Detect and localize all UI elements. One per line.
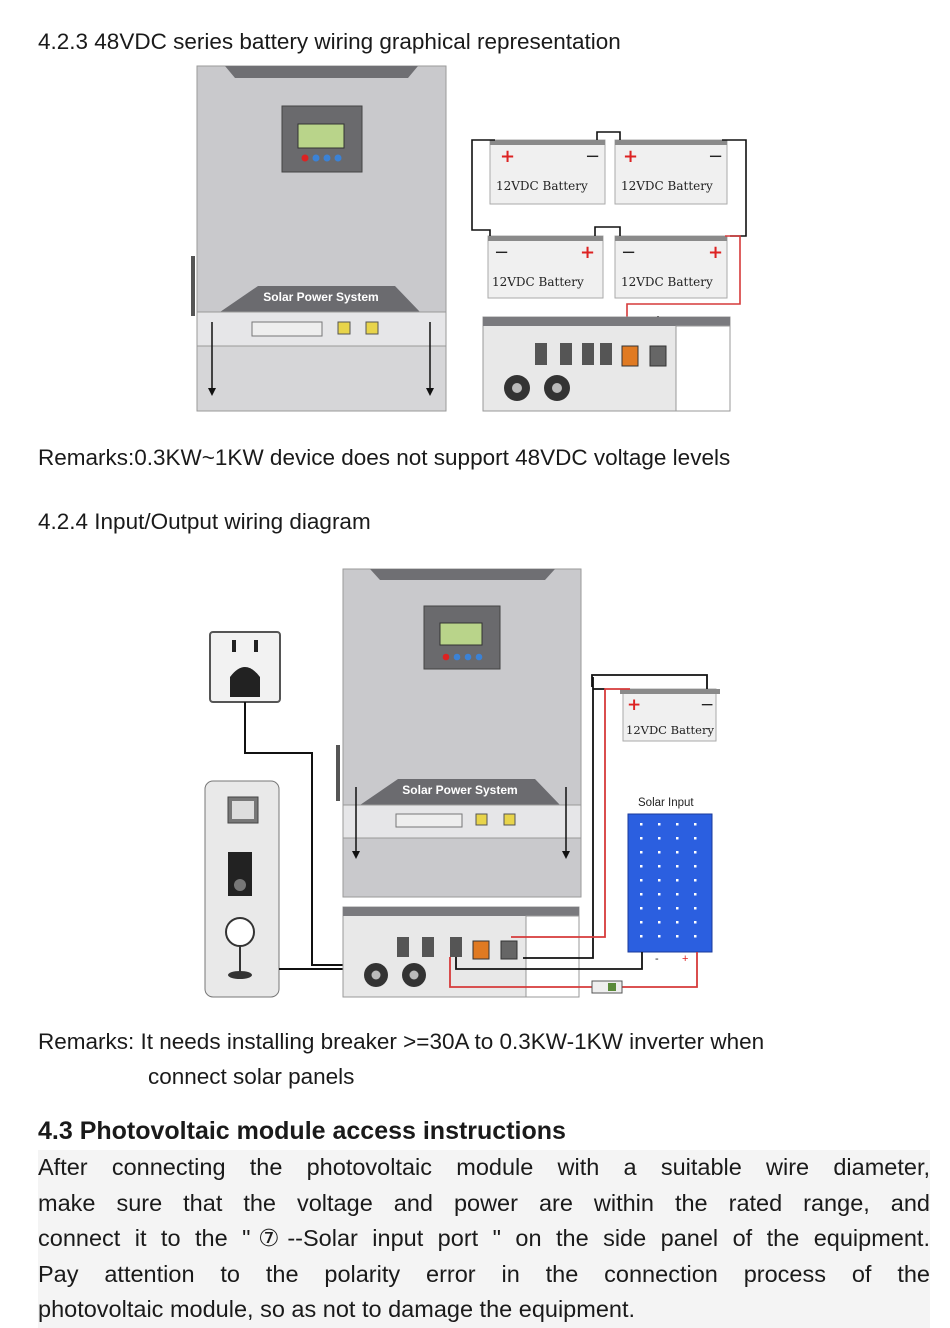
solar-cell-dot [676,879,679,882]
solar-cell-dot [658,893,661,896]
inverter-front-unit: Solar Power System [191,65,447,412]
svg-text:+: + [580,242,595,263]
battery-bottom-right: − + 12VDC Battery [614,235,728,299]
svg-text:+: + [627,695,641,715]
svg-text:12VDC Battery: 12VDC Battery [496,179,588,193]
solar-cell-dot [694,921,697,924]
svg-text:−: − [700,695,714,715]
remark-4-2-3: Remarks:0.3KW~1KW device does not suppor… [38,445,731,470]
remark-4-2-4-line2: connect solar panels [148,1064,355,1089]
solar-cell-dot [694,935,697,938]
svg-text:+: + [500,146,515,167]
series-battery-wiring-diagram: Solar Power System + − 12VDC Battery + −… [191,65,747,412]
solar-cell-dot [658,865,661,868]
solar-panel-icon: - + [627,813,713,965]
solar-cell-dot [640,823,643,826]
solar-cell-dot [676,865,679,868]
solar-cell-dot [694,823,697,826]
solar-cell-dot [694,879,697,882]
solar-cell-dot [658,851,661,854]
solar-cell-dot [640,893,643,896]
solar-cell-dot [640,907,643,910]
solar-cell-dot [676,935,679,938]
solar-cell-dot [694,851,697,854]
home-appliances-panel [204,780,280,998]
solar-cell-dot [658,837,661,840]
battery-top-left: + − 12VDC Battery [489,139,606,205]
svg-text:12VDC Battery: 12VDC Battery [621,275,713,289]
battery-top-right: + − 12VDC Battery [614,139,728,205]
solar-cell-dot [694,865,697,868]
svg-text:-: - [655,953,659,965]
svg-text:−: − [494,242,509,263]
paragraph-line: Pay attention to the polarity error in t… [38,1256,930,1292]
solar-input-label: Solar Input [638,797,694,809]
breaker-icon [591,980,623,994]
device-label-2: Solar Power System [402,783,517,797]
inverter-side-panel-2 [342,906,580,998]
solar-cell-dot [658,921,661,924]
solar-cell-dot [640,921,643,924]
paragraph-line: After connecting the photovoltaic module… [38,1150,930,1186]
section-heading-4-2-4: 4.2.4 Input/Output wiring diagram [38,509,371,534]
wall-socket-icon [209,631,281,703]
svg-text:−: − [621,242,636,263]
svg-text:12VDC Battery: 12VDC Battery [621,179,713,193]
paragraph-line: connect it to the "⑦--Solar input port "… [38,1221,930,1257]
solar-cell-dot [694,837,697,840]
solar-cell-dot [676,907,679,910]
solar-cell-dot [640,837,643,840]
paragraph-line: make sure that the voltage and power are… [38,1185,930,1221]
solar-cell-dot [640,865,643,868]
solar-cell-dot [676,823,679,826]
solar-cell-dot [676,921,679,924]
remark-4-2-4-line1: Remarks: It needs installing breaker >=3… [38,1029,765,1054]
solar-cell-dot [676,893,679,896]
solar-cell-dot [640,879,643,882]
section-heading-4-3: 4.3 Photovoltaic module access instructi… [38,1117,566,1145]
solar-cell-dot [658,823,661,826]
svg-text:12VDC Battery: 12VDC Battery [492,275,584,289]
svg-text:+: + [682,953,688,965]
section-heading-4-2-3: 4.2.3 48VDC series battery wiring graphi… [38,29,621,54]
paragraph-line: photovoltaic module, so as not to damage… [38,1292,930,1328]
solar-cell-dot [676,851,679,854]
solar-cell-dot [640,935,643,938]
solar-cell-dot [658,907,661,910]
battery-bottom-left: − + 12VDC Battery [487,235,604,299]
battery-single: + − 12VDC Battery [620,688,720,742]
svg-text:+: + [708,242,723,263]
solar-cell-dot [640,851,643,854]
solar-cell-dot [694,893,697,896]
inverter-side-panel [482,316,731,412]
svg-text:−: − [708,146,723,167]
solar-cell-dot [658,879,661,882]
solar-cell-dot [676,837,679,840]
inverter-front-unit-2: Solar Power System [336,568,582,898]
solar-cell-dot [694,907,697,910]
solar-cell-dot [658,935,661,938]
circled-seven-glyph: ⑦ [250,1224,288,1252]
section-4-3-paragraph: After connecting the photovoltaic module… [38,1150,930,1328]
input-output-wiring-diagram: Solar Power System + − 12VDC Battery Sol… [204,568,720,998]
svg-text:12VDC Battery: 12VDC Battery [626,723,714,737]
device-label: Solar Power System [263,290,378,304]
svg-text:+: + [623,146,638,167]
svg-text:−: − [585,146,600,167]
